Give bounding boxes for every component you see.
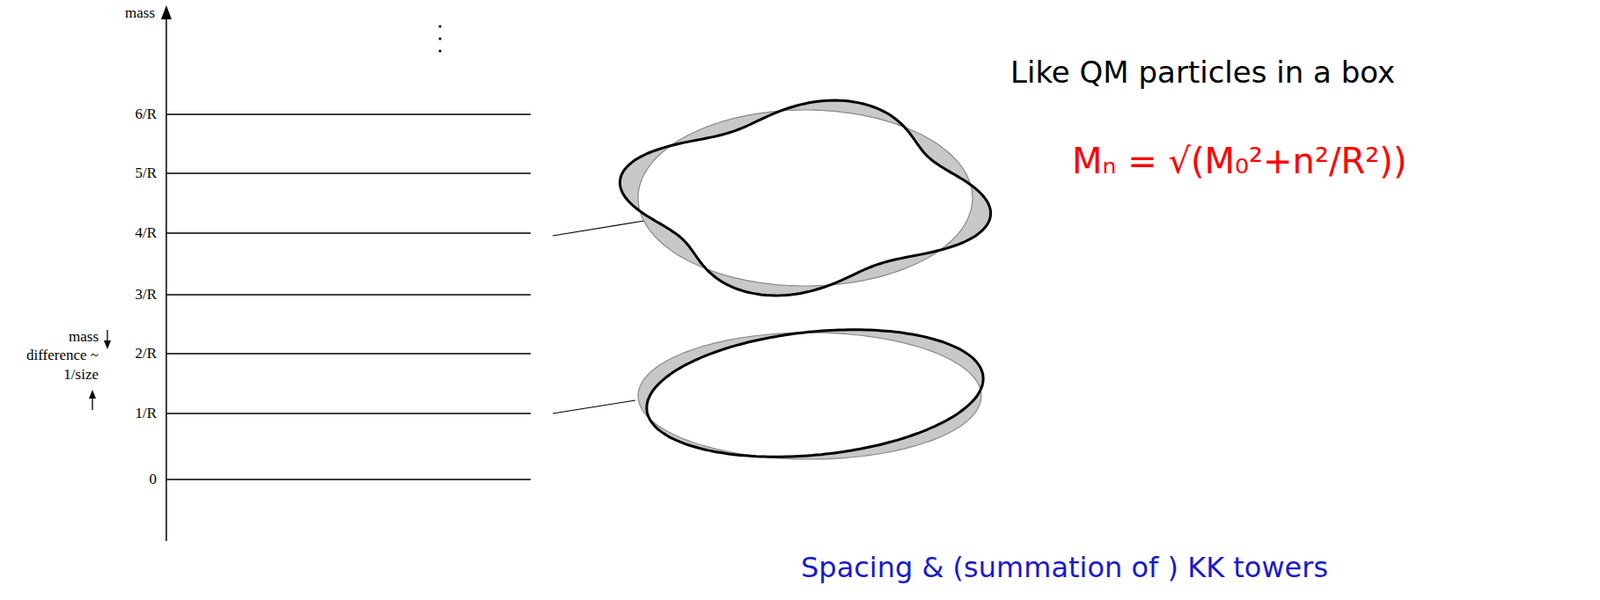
ellipsis-dot xyxy=(438,49,441,52)
level-label: 6/R xyxy=(134,104,157,124)
level-line xyxy=(166,352,531,354)
level-line xyxy=(166,113,531,115)
up-arrow xyxy=(91,397,93,411)
down-arrow xyxy=(106,330,108,342)
down-arrowhead xyxy=(103,340,111,350)
footer-note: Spacing & (summation of ) KK towers xyxy=(800,550,1329,585)
leader-line xyxy=(552,220,650,236)
axis-label: mass xyxy=(124,3,155,23)
string-mode-1 xyxy=(646,330,984,457)
level-label: 1/R xyxy=(134,403,157,423)
level-label: 4/R xyxy=(134,223,157,243)
level-label: 0 xyxy=(149,469,158,489)
level-line xyxy=(166,172,531,174)
level-label: 3/R xyxy=(134,285,157,304)
ellipsis-dot xyxy=(438,24,441,28)
up-arrowhead xyxy=(88,389,96,399)
mass-levels xyxy=(166,114,531,480)
level-line xyxy=(166,232,531,234)
level-label: 5/R xyxy=(134,163,157,183)
mass-axis xyxy=(165,17,168,542)
spacing-note: mass difference ~ 1/size xyxy=(19,327,99,384)
leader-line xyxy=(552,400,636,414)
string-mode-4 xyxy=(619,100,991,296)
level-line xyxy=(166,293,531,295)
level-line xyxy=(166,478,531,480)
axis-arrowhead xyxy=(161,5,172,20)
level-line xyxy=(166,412,531,414)
mode-shading xyxy=(619,100,991,296)
string-rest-ellipse xyxy=(638,110,973,287)
ellipsis-dot xyxy=(438,36,441,40)
mass-formula: Mₙ = √(M₀²+n²/R²)) xyxy=(1071,140,1408,182)
level-label: 2/R xyxy=(134,344,157,363)
analogy-note: Like QM particles in a box xyxy=(1010,54,1395,90)
string-rest-ellipse xyxy=(638,332,982,460)
mode-shading xyxy=(638,330,984,460)
